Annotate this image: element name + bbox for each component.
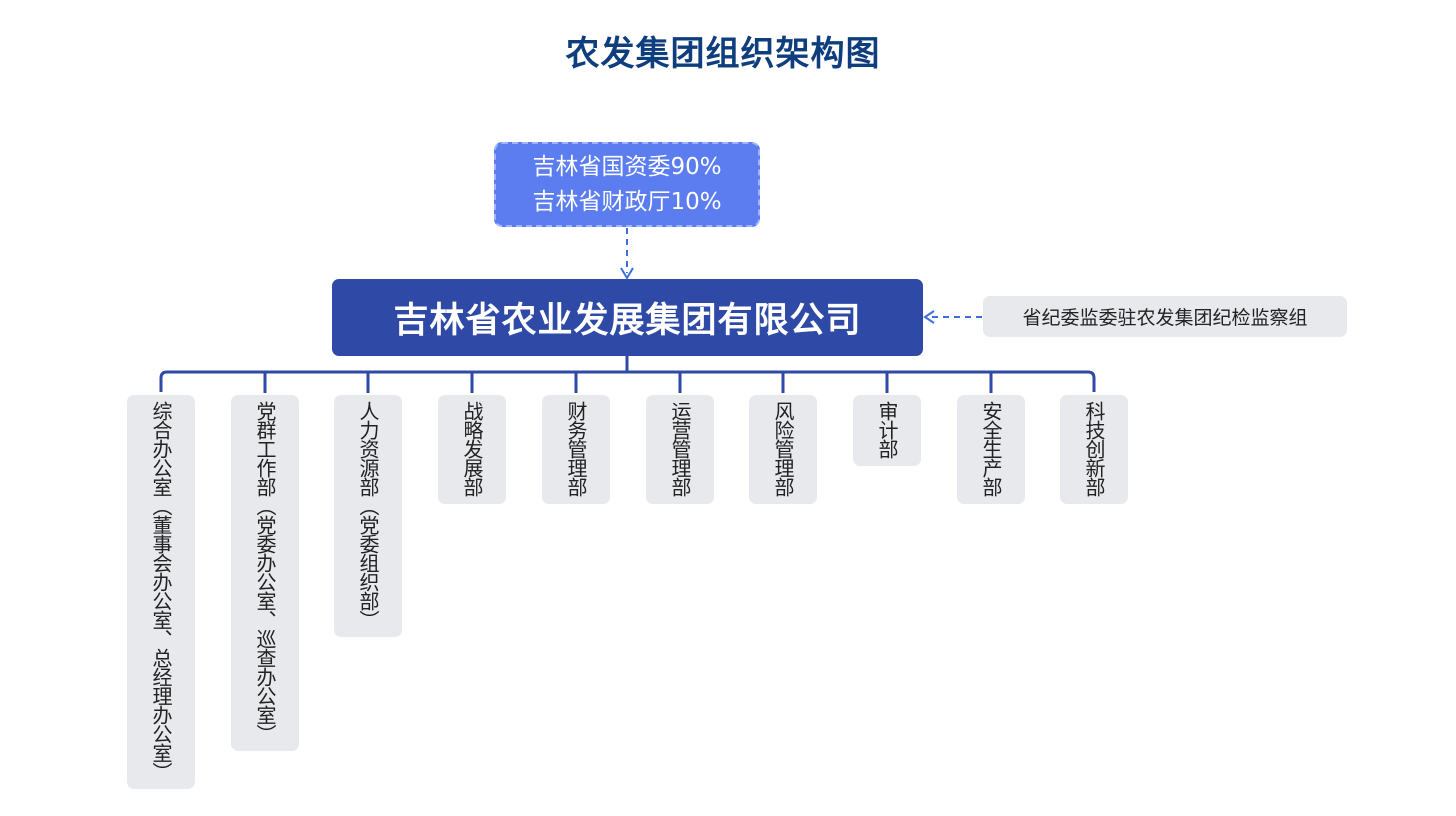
department-label: 人力资源部（党委组织部）	[356, 401, 380, 629]
department-label: 财务管理部	[564, 401, 588, 496]
company-box: 吉林省农业发展集团有限公司	[332, 279, 923, 356]
department-label: 战略发展部	[460, 401, 484, 496]
department-box: 战略发展部	[438, 395, 506, 504]
department-box: 运营管理部	[646, 395, 714, 504]
department-label: 综合办公室（董事会办公室、总经理办公室）	[149, 401, 173, 781]
department-label: 运营管理部	[668, 401, 692, 496]
department-box: 党群工作部（党委办公室、巡查办公室）	[231, 395, 299, 751]
department-box: 安全生产部	[957, 395, 1025, 504]
company-name: 吉林省农业发展集团有限公司	[393, 301, 862, 341]
supervisor-name: 省纪委监委驻农发集团纪检监察组	[1022, 307, 1308, 329]
shareholder-line-2: 吉林省财政厅10%	[532, 188, 722, 215]
department-box: 风险管理部	[749, 395, 817, 504]
shareholder-arrowhead	[620, 267, 634, 280]
department-label: 审计部	[875, 401, 899, 458]
department-box: 审计部	[853, 395, 921, 466]
department-box: 科技创新部	[1060, 395, 1128, 504]
department-box: 财务管理部	[542, 395, 610, 504]
supervisor-box: 省纪委监委驻农发集团纪检监察组	[983, 296, 1347, 337]
department-box: 综合办公室（董事会办公室、总经理办公室）	[127, 395, 195, 789]
shareholder-line-1: 吉林省国资委90%	[532, 153, 722, 180]
department-label: 风险管理部	[771, 401, 795, 496]
chart-title: 农发集团组织架构图	[565, 34, 881, 74]
bus-line	[159, 370, 1096, 392]
supervisor-arrowhead	[923, 310, 935, 324]
department-label: 安全生产部	[979, 401, 1003, 496]
department-label: 科技创新部	[1082, 401, 1106, 496]
department-box: 人力资源部（党委组织部）	[334, 395, 402, 637]
shareholders-box: 吉林省国资委90% 吉林省财政厅10%	[494, 142, 760, 227]
department-label: 党群工作部（党委办公室、巡查办公室）	[253, 401, 277, 743]
